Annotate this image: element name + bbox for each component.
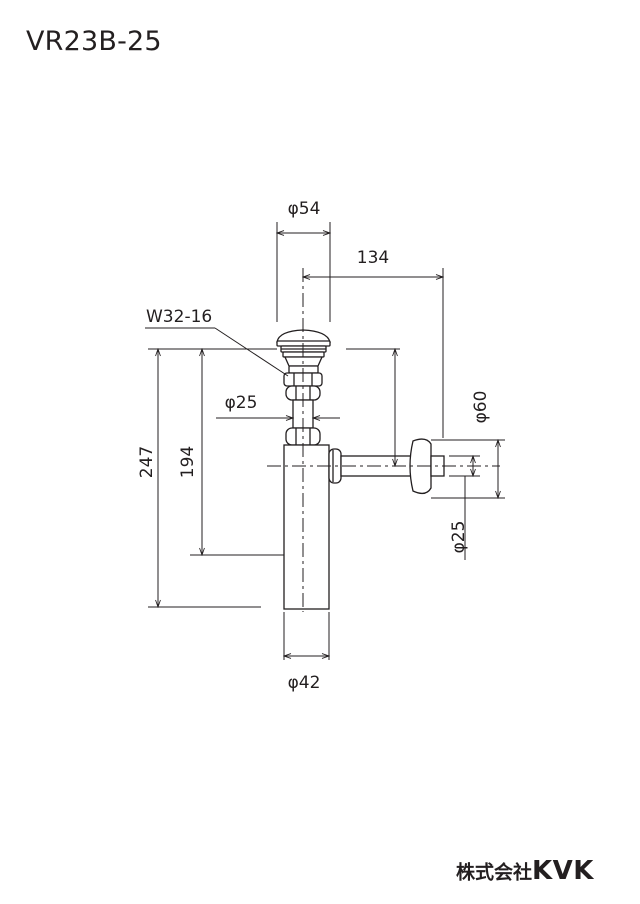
extension-lines [145, 222, 505, 660]
dim-flange-diameter: φ60 [471, 391, 491, 424]
dim-body-diameter: φ42 [288, 673, 321, 693]
dim-total-height: 247 [137, 446, 157, 478]
dimension-lines [158, 233, 498, 656]
dim-horizontal-length: 134 [357, 248, 389, 268]
brand-logo: 株式会社KVK [456, 856, 594, 886]
dim-drain-height: 194 [178, 446, 198, 478]
dim-thread-spec: W32-16 [146, 307, 212, 327]
dim-upper-pipe-diameter: φ25 [225, 393, 258, 413]
brand-company-jp: 株式会社 [456, 861, 533, 884]
brand-company-en: KVK [532, 856, 594, 886]
dim-top-diameter: φ54 [288, 199, 321, 219]
model-number: VR23B-25 [26, 26, 162, 57]
trap-body [276, 329, 445, 610]
dim-outlet-pipe-diameter: φ25 [449, 521, 469, 554]
